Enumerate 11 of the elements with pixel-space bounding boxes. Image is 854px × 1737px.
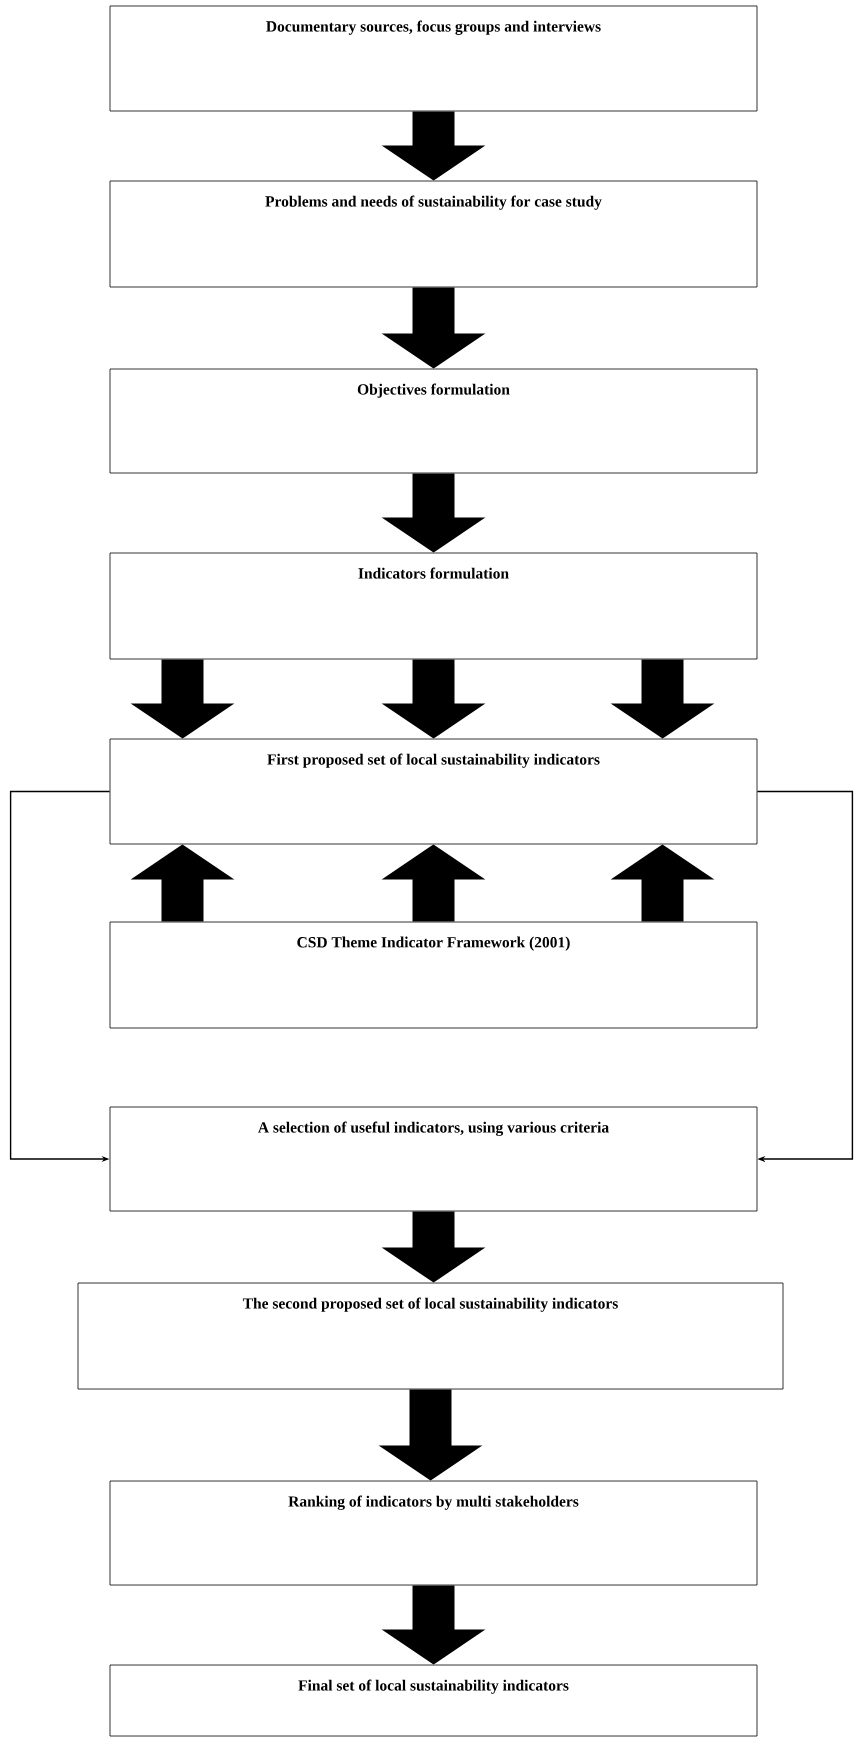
process-box: Indicators formulation [109,552,758,660]
process-box: Final set of local sustainability indicators [109,1664,758,1737]
process-box: The second proposed set of local sustainability indicators [77,1282,784,1390]
arrow [756,790,854,1163]
process-box: First proposed set of local sustainability indicators [109,738,758,845]
process-box: CSD Theme Indicator Framework (2001) [109,921,758,1029]
process-box: A selection of useful indicators, using various criteria [109,1106,758,1212]
process-box: Objectives formulation [109,368,758,474]
process-box: Documentary sources, focus groups and interviews [109,5,758,112]
process-box: Ranking of indicators by multi stakeholders [109,1480,758,1586]
process-box: Problems and needs of sustainability for case study [109,180,758,288]
